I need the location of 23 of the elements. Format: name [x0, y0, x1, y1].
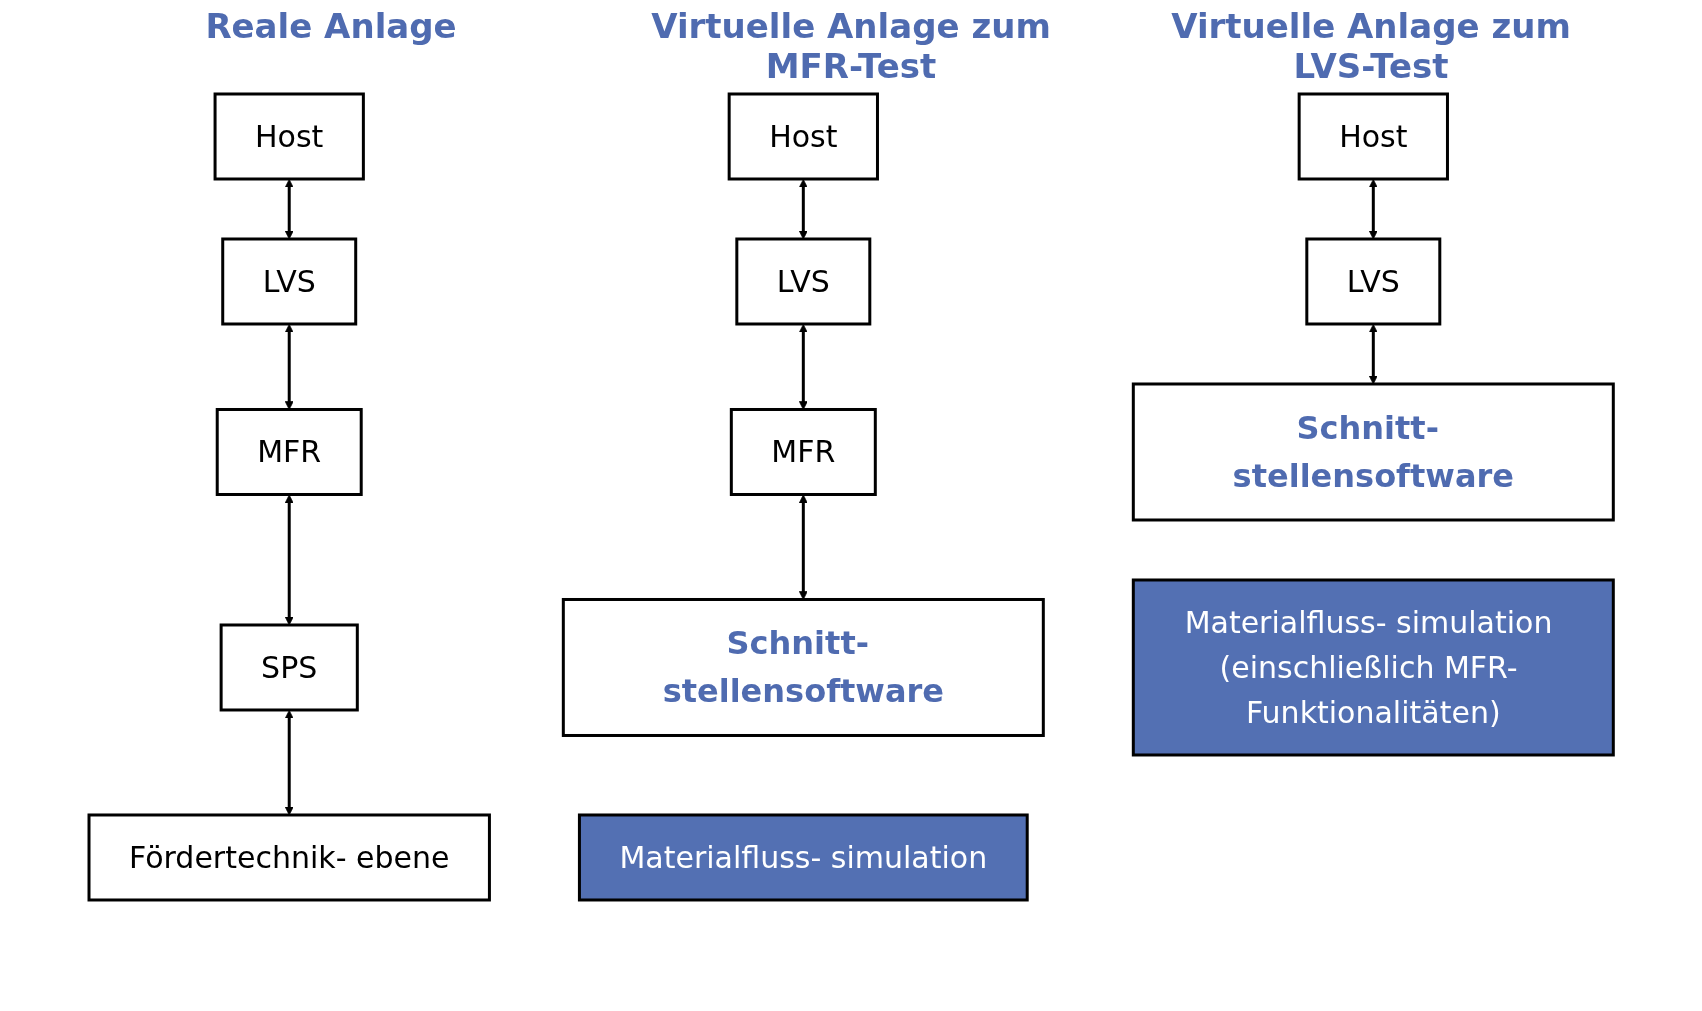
- node-box: SPS: [219, 623, 359, 712]
- node-box: Host: [727, 92, 879, 181]
- arrow: [798, 494, 808, 600]
- column-heading: Reale Anlage: [204, 6, 458, 48]
- arrow: [284, 179, 294, 240]
- arrow: [1368, 179, 1378, 240]
- node-box: Fördertechnik- ebene: [87, 813, 491, 902]
- column-heading: Virtuelle Anlage zum LVS-Test: [1170, 6, 1572, 86]
- node-box: LVS: [221, 237, 358, 326]
- node-box: Host: [213, 92, 365, 181]
- node-box: MFR: [215, 408, 363, 496]
- arrow: [798, 324, 808, 410]
- node-box: LVS: [735, 237, 872, 326]
- node-box: LVS: [1305, 237, 1442, 326]
- column-heading: Virtuelle Anlage zum MFR-Test: [650, 6, 1052, 86]
- arrow: [284, 324, 294, 410]
- node-box: Schnitt- stellensoftware: [561, 598, 1045, 737]
- node-box: Host: [1297, 92, 1449, 181]
- arrow: [798, 179, 808, 240]
- node-box: Schnitt- stellensoftware: [1131, 382, 1615, 522]
- node-box: MFR: [729, 408, 877, 496]
- node-box: Materialfluss- simulation (einschließlich MFR- Funktionalitäten): [1131, 578, 1615, 757]
- node-box: Materialfluss- simulation: [577, 813, 1029, 902]
